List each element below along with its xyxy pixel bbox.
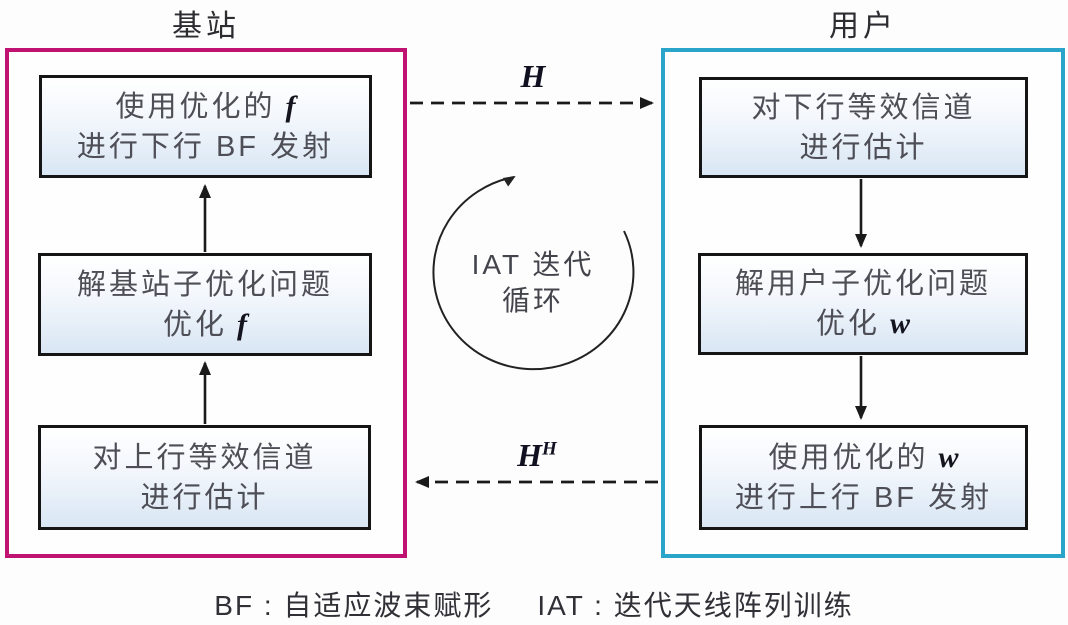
step-box-line: 解用户子优化问题 [734, 268, 991, 300]
base-station-title: 基站 [172, 10, 240, 43]
legend-caption: BF : 自适应波束赋形 IAT : 迭代天线阵列训练 [0, 584, 1068, 624]
variable-f: f [285, 89, 296, 123]
downlink-channel-label: H [520, 58, 546, 94]
variable-w: w [890, 307, 911, 340]
legend-iat: IAT : 迭代天线阵列训练 [537, 590, 854, 621]
iat-loop-label: IAT 迭代 循环 [471, 249, 595, 316]
step-box-line: 进行估计 [799, 131, 928, 164]
variable-f: f [237, 307, 247, 341]
user-title: 用户 [829, 10, 897, 43]
step-box-line: 解基站子优化问题 [76, 268, 333, 301]
step-box-line: 进行下行 BF 发射 [76, 130, 335, 163]
step-box-user-estimate-downlink-channel: 对下行等效信道 进行估计 [699, 77, 1028, 178]
uplink-channel-label: HH [517, 437, 557, 473]
hermitian-superscript: H [542, 438, 557, 460]
variable-w: w [938, 440, 959, 474]
step-box-line: 对上行等效信道 [92, 441, 317, 474]
step-box-line: 对下行等效信道 [751, 91, 976, 124]
step-box-line: 进行估计 [140, 481, 269, 514]
step-box-bs-estimate-uplink-channel: 对上行等效信道 进行估计 [38, 425, 371, 530]
step-box-line: 进行上行 BF 发射 [734, 481, 993, 514]
iat-loop-arrow [432, 175, 635, 371]
legend-bf: BF : 自适应波束赋形 [214, 590, 494, 621]
